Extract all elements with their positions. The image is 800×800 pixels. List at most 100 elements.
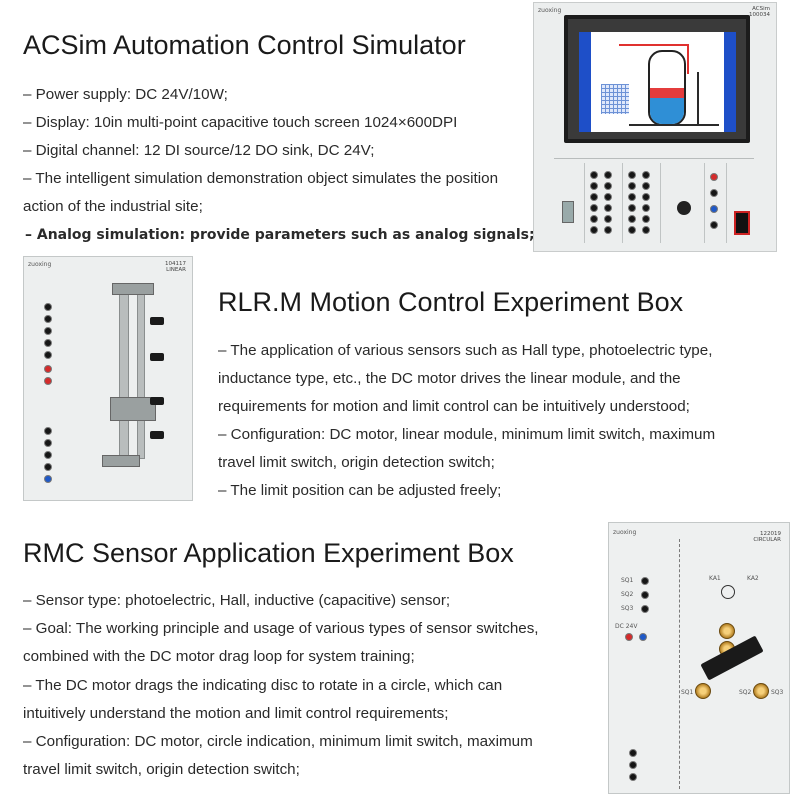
banana-jack (590, 182, 598, 190)
banana-jack (44, 339, 52, 347)
banana-jack (628, 226, 636, 234)
black-pipe (697, 72, 699, 126)
db9-connector (562, 201, 574, 223)
panel-col (660, 163, 705, 243)
model-label: 104117 LINEAR (165, 261, 186, 273)
limit-sensor (695, 683, 711, 699)
spec-line: – Display: 10in multi-point capacitive t… (23, 114, 458, 131)
rail-bottom-block (102, 455, 140, 467)
banana-jack (44, 475, 52, 483)
banana-jack (590, 193, 598, 201)
spec-line: combined with the DC motor drag loop for… (23, 648, 415, 665)
banana-jack (44, 351, 52, 359)
model-name: 122019 (760, 531, 781, 537)
limit-sensor (150, 431, 164, 439)
banana-jack (44, 451, 52, 459)
spec-line: – Digital channel: 12 DI source/12 DO si… (23, 142, 375, 159)
banana-jack (710, 189, 718, 197)
banana-jack (629, 773, 637, 781)
banana-jack (642, 171, 650, 179)
model-subtitle: LINEAR (166, 267, 186, 273)
left-menu-bar (579, 32, 591, 132)
model-name: ACSim (752, 6, 770, 12)
spec-line: inductance type, etc., the DC motor driv… (218, 370, 681, 387)
banana-jack (642, 215, 650, 223)
spec-line: – Power supply: DC 24V/10W; (23, 86, 228, 103)
panel-col (554, 163, 585, 243)
tank-graphic (648, 50, 686, 126)
limit-sensor (150, 353, 164, 361)
photo-sensor (719, 623, 735, 639)
banana-jack (44, 327, 52, 335)
spec-line: – The application of various sensors suc… (218, 342, 713, 359)
banana-jack (641, 591, 649, 599)
touch-screen (564, 15, 750, 143)
screen-ui (579, 32, 736, 132)
tank-liquid (650, 98, 684, 124)
banana-jack (604, 171, 612, 179)
terminal-label: SQ2 (621, 591, 634, 598)
relay-label: KA2 (747, 575, 759, 582)
banana-jack (44, 377, 52, 385)
screen-bezel (568, 19, 746, 139)
relay-label: KA1 (709, 575, 721, 582)
banana-jack (628, 182, 636, 190)
model-subtitle: CIRCULAR (753, 537, 781, 543)
circular-device-image: zuoxing 122019 CIRCULAR SQ1 SQ2 SQ3 DC 2… (608, 522, 790, 794)
banana-jack (604, 226, 612, 234)
spec-line: – The limit position can be adjusted fre… (218, 482, 502, 499)
limit-sensor (150, 397, 164, 405)
linear-rail (119, 287, 129, 459)
red-pipe (687, 44, 689, 74)
tank-heat-layer (650, 88, 684, 99)
banana-jack (44, 463, 52, 471)
panel-col (622, 163, 661, 243)
banana-jack (44, 439, 52, 447)
banana-jack (641, 605, 649, 613)
spec-line: intuitively understand the motion and li… (23, 705, 449, 722)
power-switch (734, 211, 750, 235)
model-label: ACSim 100034 (749, 6, 770, 18)
spec-line: – Configuration: DC motor, circle indica… (23, 733, 533, 750)
banana-jack (642, 204, 650, 212)
brand-logo: zuoxing (538, 7, 562, 14)
panel-col (704, 163, 727, 243)
spec-line: – The intelligent simulation demonstrati… (23, 170, 499, 187)
sensor-label: SQ2 (739, 689, 752, 696)
sensor-label: SQ3 (771, 689, 784, 696)
spec-line: travel limit switch, origin detection sw… (218, 454, 495, 471)
banana-jack (629, 749, 637, 757)
banana-jack (604, 193, 612, 201)
black-pipe (629, 124, 719, 126)
rotary-knob (677, 201, 691, 215)
banana-jack (44, 315, 52, 323)
sensor-label: SQ1 (681, 689, 694, 696)
carriage (110, 397, 156, 421)
banana-jack (590, 204, 598, 212)
spec-line: – Configuration: DC motor, linear module… (218, 426, 716, 443)
banana-jack (590, 171, 598, 179)
banana-jack (590, 215, 598, 223)
acsim-device-image: zuoxing ACSim 100034 (533, 2, 777, 252)
banana-jack (44, 303, 52, 311)
red-pipe (619, 44, 689, 46)
spec-line: action of the industrial site; (23, 198, 203, 215)
section-title-acsim: ACSim Automation Control Simulator (23, 30, 466, 60)
banana-jack (642, 182, 650, 190)
banana-jack (639, 633, 647, 641)
banana-jack (604, 215, 612, 223)
banana-jack (44, 365, 52, 373)
banana-jack (628, 204, 636, 212)
section-title-rlrm: RLR.M Motion Control Experiment Box (218, 287, 684, 317)
banana-jack (44, 427, 52, 435)
io-panel (554, 158, 754, 244)
model-label: 122019 CIRCULAR (753, 531, 781, 543)
panel-col (584, 163, 623, 243)
spec-line: travel limit switch, origin detection sw… (23, 761, 300, 778)
banana-jack (625, 633, 633, 641)
spec-line: – Sensor type: photoelectric, Hall, indu… (23, 592, 451, 609)
banana-jack (590, 226, 598, 234)
spec-line: – Analog simulation: provide parameters … (25, 227, 535, 243)
spec-line: – Goal: The working principle and usage … (23, 620, 539, 637)
banana-jack (604, 204, 612, 212)
